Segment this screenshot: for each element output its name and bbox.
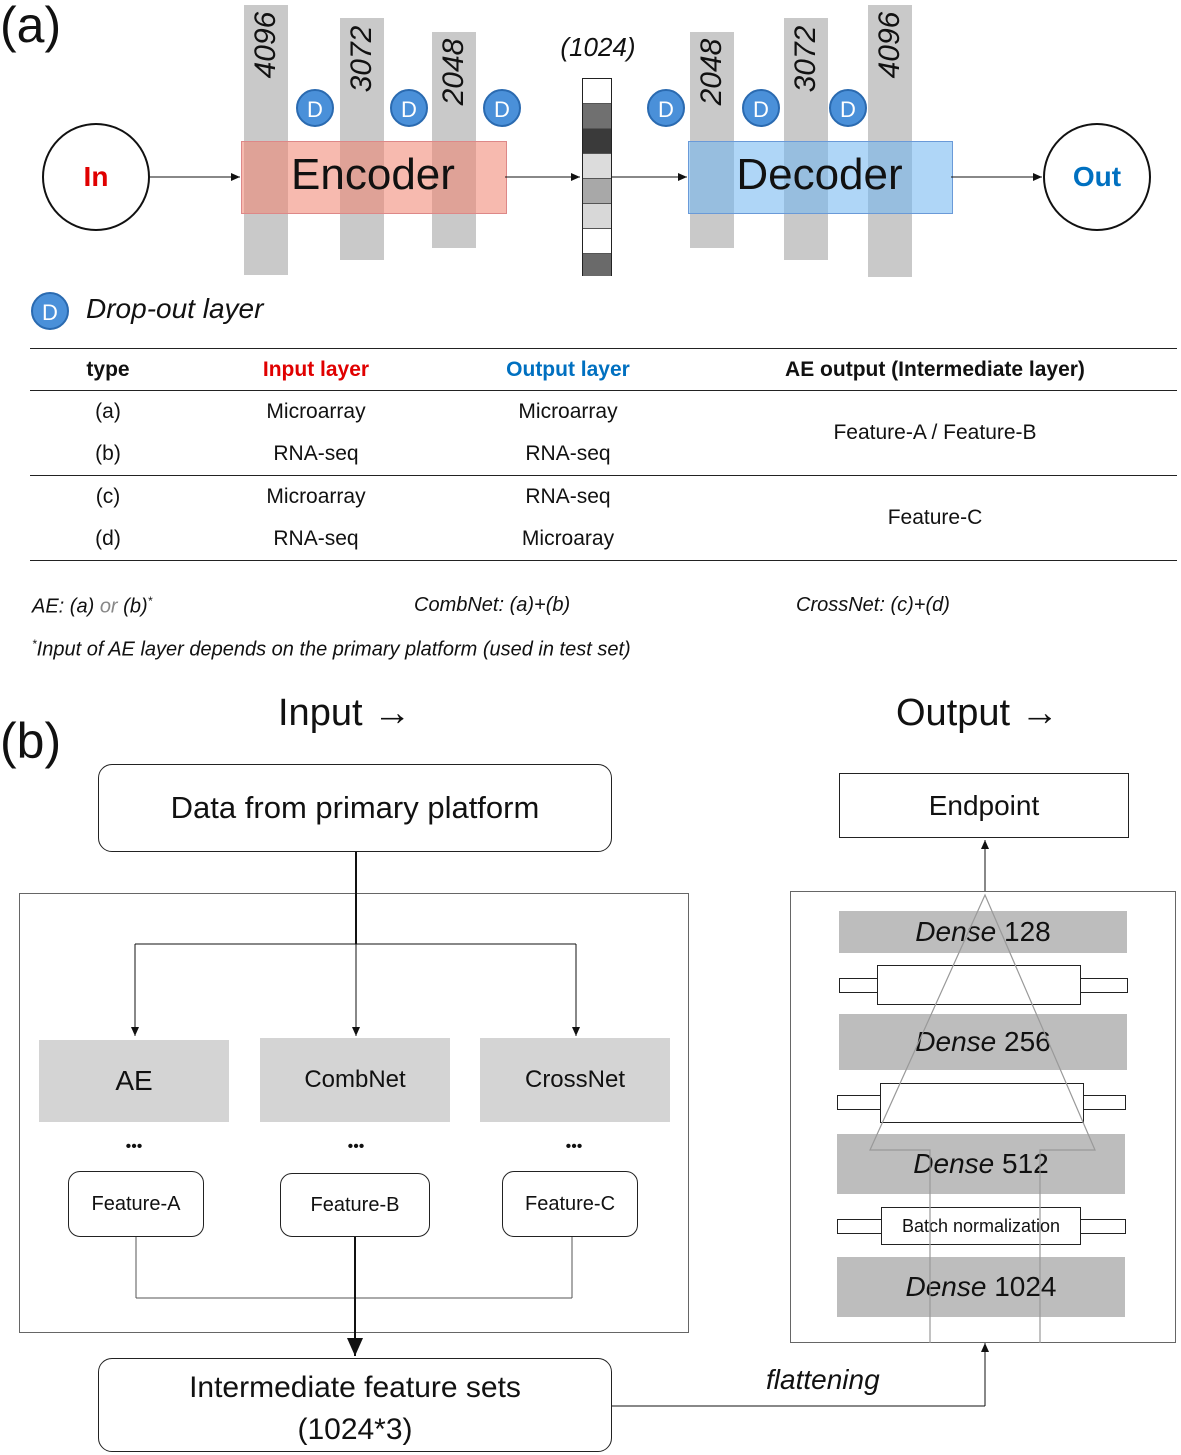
combnet-note: CombNet: (a)+(b) — [414, 594, 571, 616]
ae-note-star: * — [147, 594, 153, 608]
dense-size: 128 — [1004, 916, 1051, 947]
table-cell-output: RNA-seq — [525, 485, 611, 508]
bottleneck-size-label: (1024) — [560, 32, 636, 62]
table-header-type: type — [86, 358, 130, 381]
feature-b-box: Feature-B — [280, 1173, 430, 1237]
dense-word: Dense — [905, 1271, 987, 1302]
ellipsis-icon: ••• — [565, 1138, 583, 1155]
intermediate-feature-box: Intermediate feature sets (1024*3) — [98, 1358, 612, 1452]
ae-note: AE: (a) or (b)* — [32, 594, 152, 619]
table-header-ae-output: AE output (Intermediate layer) — [785, 358, 1085, 381]
ellipsis-icon: ••• — [125, 1138, 143, 1155]
footnote: *Input of AE layer depends on the primar… — [32, 637, 631, 662]
table-cell-input: RNA-seq — [273, 527, 359, 550]
batchnorm-block — [877, 965, 1081, 1005]
panel-b-label: (b) — [0, 713, 62, 769]
dense-word: Dense — [915, 1026, 997, 1057]
table-header-rule — [30, 390, 1177, 391]
table-cell-ae-output: Feature-A / Feature-B — [833, 421, 1037, 444]
dropout-icon: D — [390, 89, 428, 127]
table-cell-ae-output: Feature-C — [887, 506, 983, 529]
footnote-text: Input of AE layer depends on the primary… — [36, 638, 631, 661]
ellipsis-icon: ••• — [347, 1138, 365, 1155]
encoder-box — [241, 141, 507, 214]
dropout-legend-icon: D — [31, 292, 69, 330]
flattening-label: flattening — [766, 1364, 880, 1395]
feature-a-box: Feature-A — [68, 1171, 204, 1237]
dense-size: 512 — [1002, 1148, 1049, 1179]
table-cell-type: (c) — [95, 485, 121, 508]
table-header-output: Output layer — [506, 358, 630, 381]
dropout-icon: D — [296, 89, 334, 127]
dense-layer-256: Dense 256 — [839, 1014, 1127, 1070]
dropout-icon: D — [483, 89, 521, 127]
dense-layer-512: Dense 512 — [837, 1134, 1125, 1194]
encoder-layer-bar-1 — [244, 5, 288, 275]
method-ae: AE — [39, 1040, 229, 1122]
dense-word: Dense — [915, 916, 997, 947]
bottleneck-vector — [582, 78, 612, 276]
output-heading: Output → — [896, 692, 1059, 734]
footnote-star: * — [32, 637, 37, 651]
decoder-label: Decoder — [736, 150, 903, 199]
method-crossnet: CrossNet — [480, 1038, 670, 1122]
encoder-label: Encoder — [291, 150, 455, 199]
dropout-legend-text: Drop-out layer — [86, 293, 264, 324]
input-node: In — [42, 123, 150, 231]
ae-note-a: AE: (a) — [32, 595, 95, 618]
table-cell-type: (b) — [95, 442, 121, 465]
decoder-box — [688, 141, 953, 214]
endpoint-box: Endpoint — [839, 773, 1129, 838]
dense-layer-128: Dense 128 — [839, 911, 1127, 953]
dense-size: 256 — [1004, 1026, 1051, 1057]
method-combnet: CombNet — [260, 1038, 450, 1122]
ae-note-b: (b) — [123, 595, 148, 618]
dense-layer-1024: Dense 1024 — [837, 1257, 1125, 1317]
table-cell-input: Microarray — [266, 485, 366, 508]
ae-note-or: or — [99, 595, 118, 618]
dense-word: Dense — [913, 1148, 995, 1179]
encoder-layer-bar-2 — [340, 18, 384, 260]
dropout-icon: D — [742, 89, 780, 127]
table-cell-input: Microarray — [266, 400, 366, 423]
table-cell-output: Microaray — [521, 527, 615, 550]
panel-a-label: (a) — [0, 0, 62, 53]
output-container — [790, 891, 1176, 1343]
table-cell-output: RNA-seq — [525, 442, 611, 465]
table-cell-output: Microarray — [518, 400, 618, 423]
intermediate-line-2: (1024*3) — [297, 1413, 413, 1446]
dropout-icon: D — [829, 89, 867, 127]
table-bottom-rule — [30, 560, 1177, 561]
intermediate-line-1: Intermediate feature sets — [189, 1371, 521, 1404]
table-cell-type: (d) — [95, 527, 121, 550]
table-cell-type: (a) — [95, 400, 121, 423]
table-top-rule — [30, 348, 1177, 349]
batchnorm-block — [880, 1083, 1084, 1123]
decoder-layer-bar-2 — [784, 18, 828, 260]
table-mid-rule — [30, 475, 1177, 476]
output-node: Out — [1043, 123, 1151, 231]
crossnet-note: CrossNet: (c)+(d) — [796, 594, 950, 616]
table-cell-input: RNA-seq — [273, 442, 359, 465]
dropout-icon: D — [647, 89, 685, 127]
batchnorm-label-box: Batch normalization — [881, 1207, 1081, 1245]
dense-size: 1024 — [994, 1271, 1057, 1302]
table-header-input: Input layer — [262, 358, 370, 381]
input-heading: Input → — [278, 692, 412, 734]
feature-c-box: Feature-C — [502, 1171, 638, 1237]
primary-platform-box: Data from primary platform — [98, 764, 612, 852]
